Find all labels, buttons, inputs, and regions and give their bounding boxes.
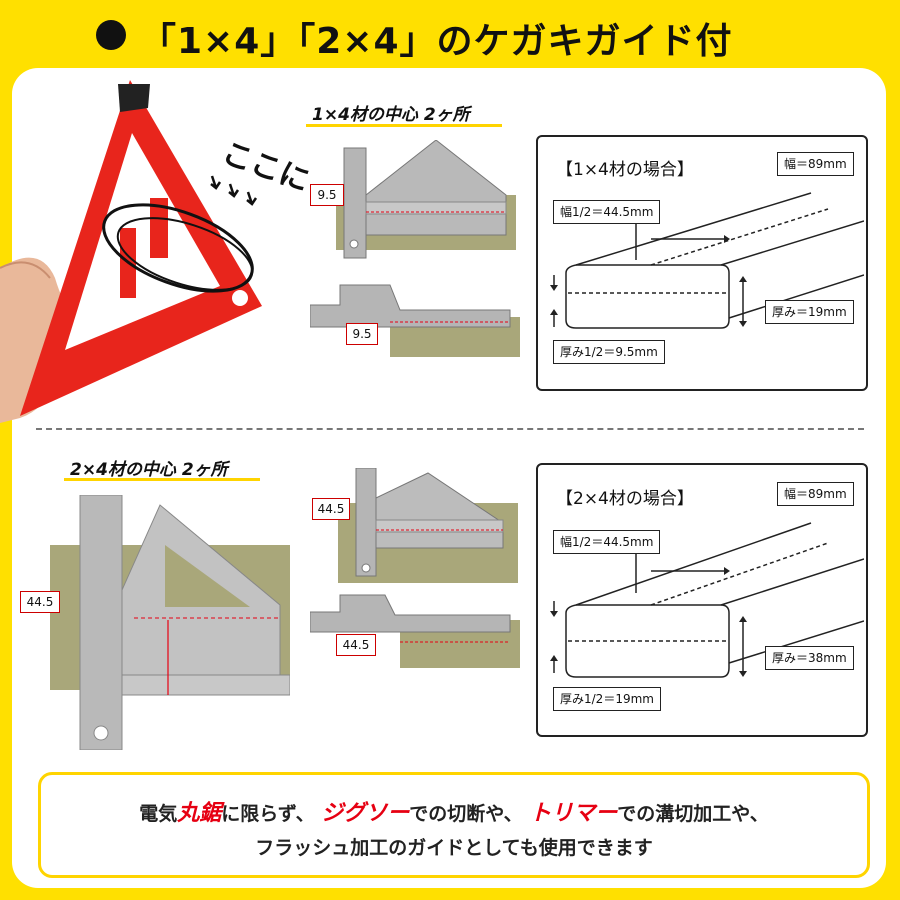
photo-label-2x4-bottom: 44.5 [336,634,376,656]
header: 「1×4」「2×4」のケガキガイド付 [0,0,900,70]
caption-text: 電気 [139,803,178,825]
caption-line-1: 電気丸鋸に限らず、 ジグソーでの切断や、 トリマーでの溝切加工や、 [41,795,867,827]
caption-line-2: フラッシュ加工のガイドとしても使用できます [255,837,653,859]
diagram-2x4-board [550,522,864,678]
square-on-2x4-photo-bottom [310,594,520,668]
diagram-2x4-half-thickness-label: 厚み1/2＝19mm [553,687,661,711]
photo-label-2x4-large: 44.5 [20,591,60,613]
square-on-2x4-photo-top [338,468,518,583]
diagram-2x4-half-width-label: 幅1/2＝44.5mm [553,530,661,554]
caption-text: での溝切加工や、 [617,803,769,825]
section-1x4-heading: 1×4材の中心 2ヶ所 [312,105,470,125]
photo-label-1x4-top: 9.5 [310,184,344,206]
diagram-1x4-half-thickness-label: 厚み1/2＝9.5mm [553,340,665,364]
square-on-1x4-photo-top [336,140,516,259]
caption-highlight-circular-saw: 丸鋸 [177,801,222,826]
diagram-1x4-title: 【1×4材の場合】 [556,160,694,180]
caption-text: に限らず、 [221,803,315,825]
photo-label-2x4-top: 44.5 [312,498,350,520]
section-divider [36,428,864,430]
section-2x4-heading: 2×4材の中心 2ヶ所 [70,460,228,480]
diagram-1x4-board [550,192,864,329]
diagram-2x4-thickness-label: 厚み＝38mm [765,646,854,670]
diagram-2x4-width-label: 幅＝89mm [777,482,854,506]
bullet-icon [96,20,126,50]
diagram-1x4-width-label: 幅＝89mm [777,152,854,176]
caption-highlight-jigsaw: ジグソー [321,801,410,826]
caption-box: 電気丸鋸に限らず、 ジグソーでの切断や、 トリマーでの溝切加工や、 フラッシュ加… [38,772,870,878]
hand-with-square-photo [0,80,262,423]
section-1x4-underline [306,124,502,127]
page-title: 「1×4」「2×4」のケガキガイド付 [140,21,733,62]
square-on-1x4-photo-bottom [310,284,520,357]
diagram-1x4-thickness-label: 厚み＝19mm [765,300,854,324]
diagram-2x4-title: 【2×4材の場合】 [556,489,694,509]
photo-label-1x4-bottom: 9.5 [346,323,378,345]
caption-highlight-trimmer: トリマー [529,801,618,826]
caption-text: での切断や、 [409,803,523,825]
square-on-2x4-photo-large [50,495,290,750]
diagram-1x4-half-width-label: 幅1/2＝44.5mm [553,200,661,224]
section-2x4-underline [64,478,260,481]
